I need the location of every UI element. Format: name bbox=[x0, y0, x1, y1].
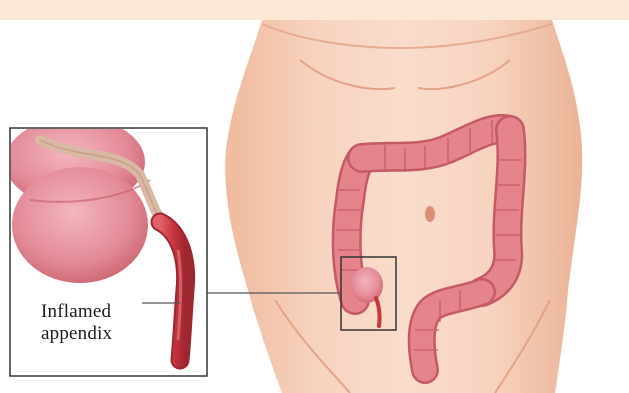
label-line-1: Inflamed bbox=[41, 301, 112, 323]
inflamed-appendix-label: Inflamed appendix bbox=[41, 301, 112, 345]
label-line-2: appendix bbox=[41, 323, 112, 345]
torso bbox=[225, 20, 582, 393]
